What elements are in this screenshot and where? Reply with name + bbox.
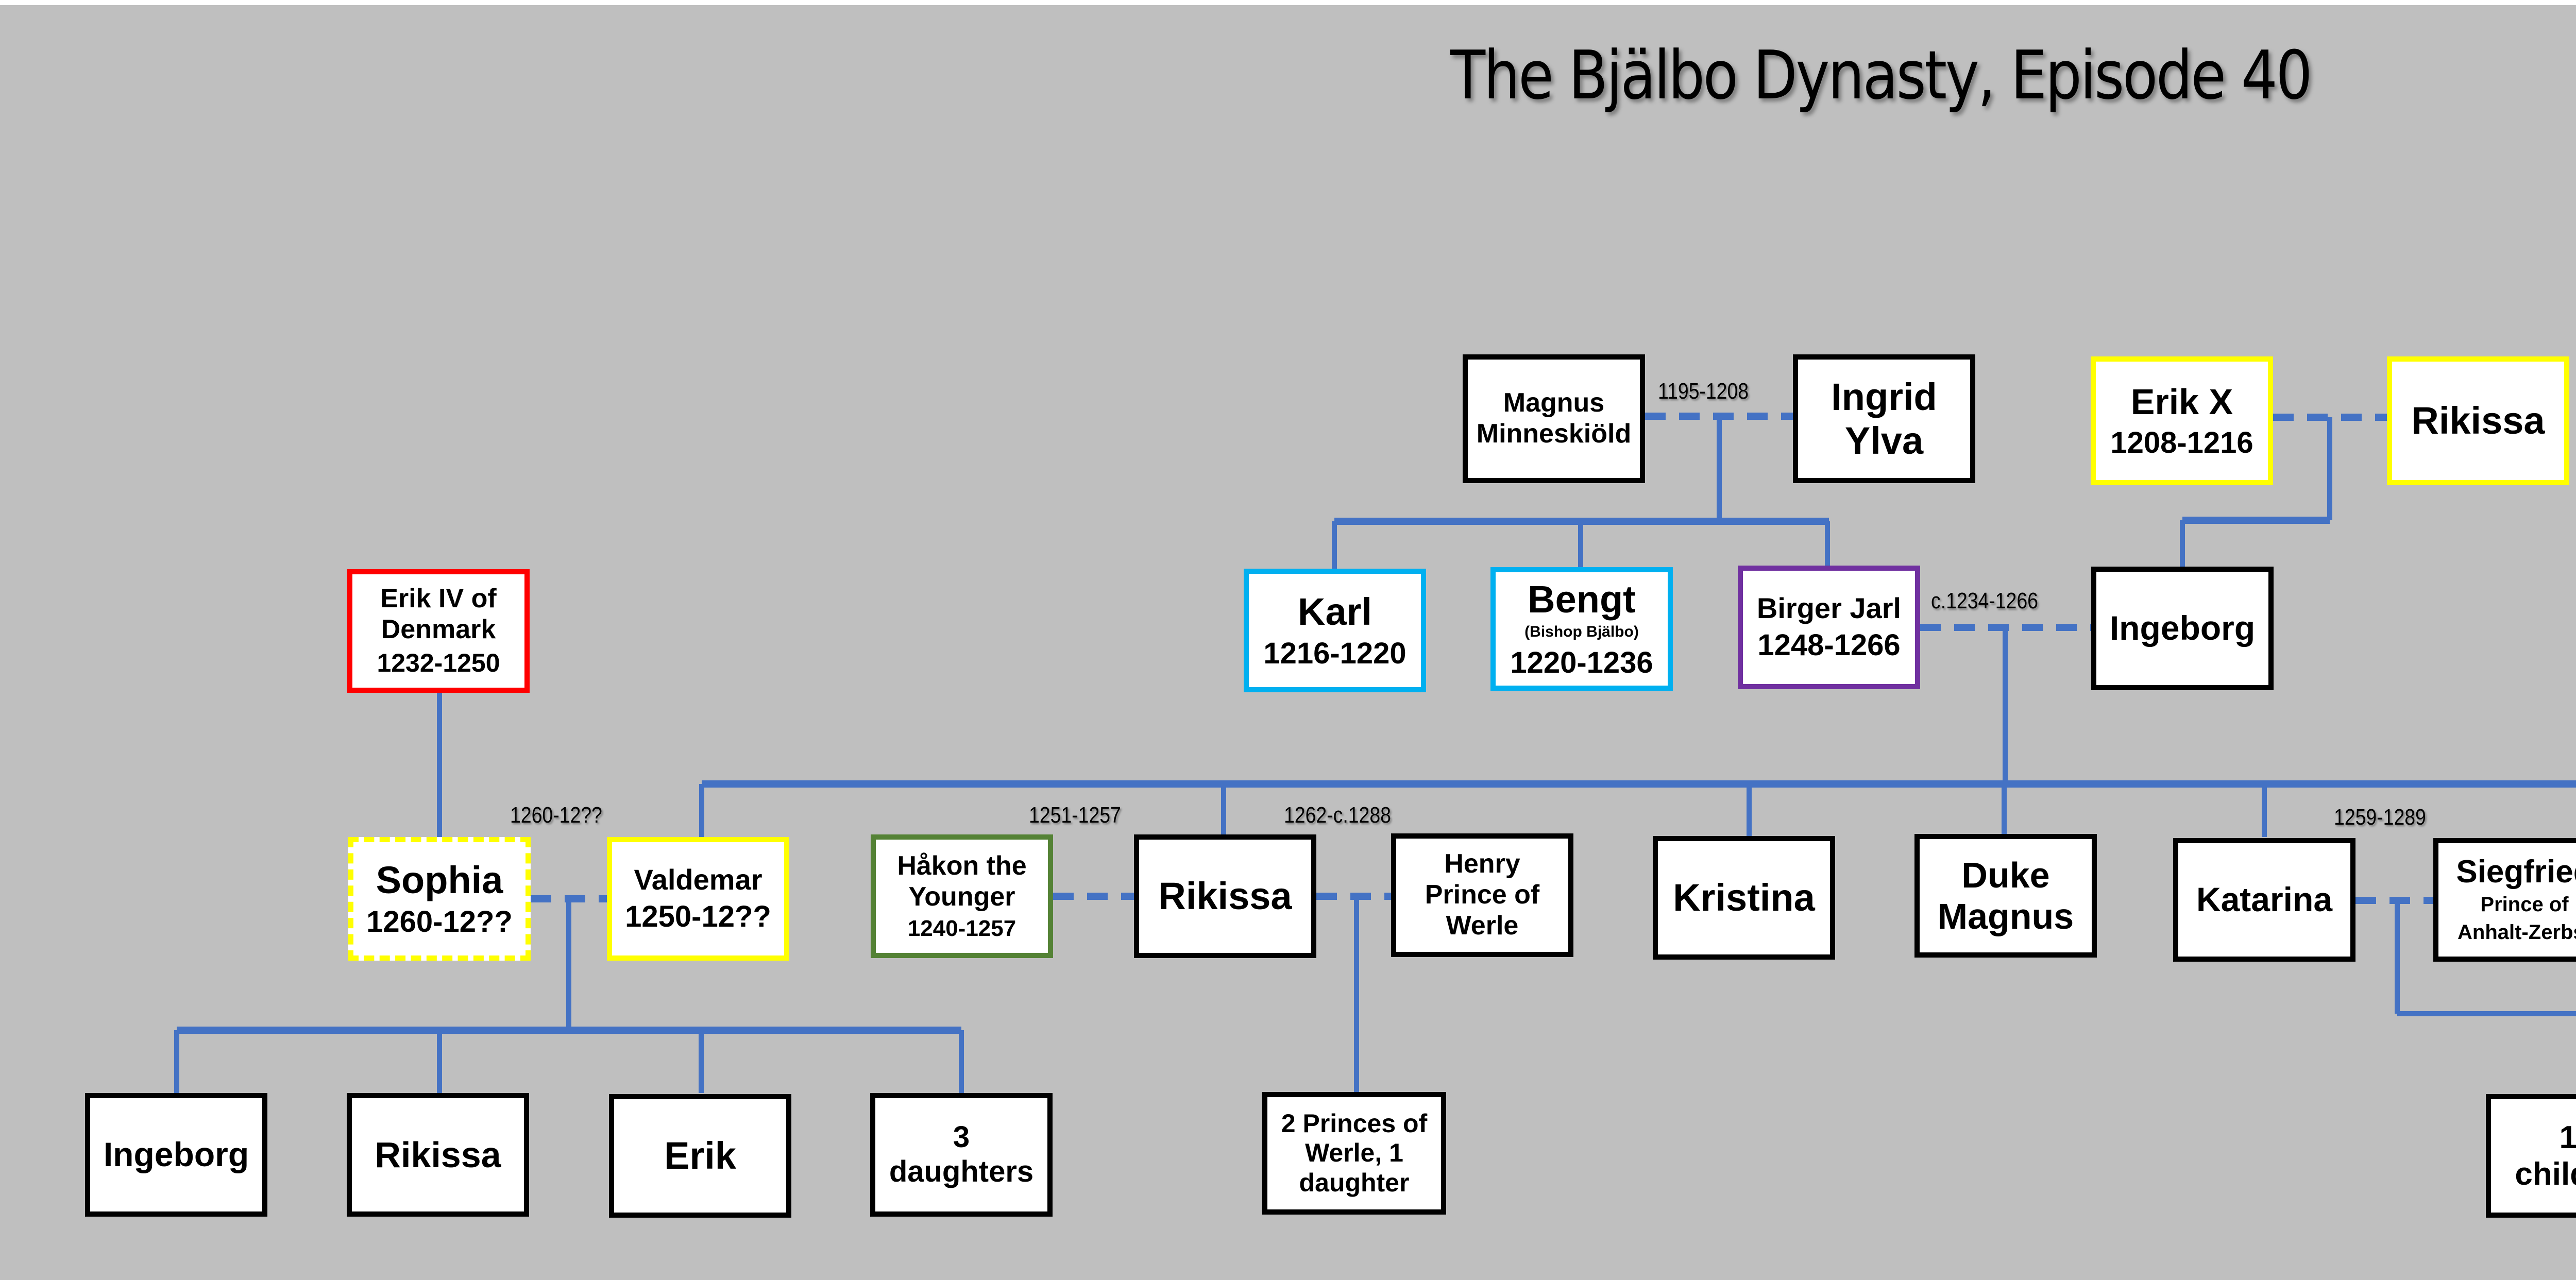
person-name: Henry: [1444, 849, 1520, 879]
person-rikissa-wife-erik-x: Rikissa: [2387, 356, 2569, 485]
person-name: Werle: [1446, 910, 1519, 941]
person-name: Håkon the: [897, 850, 1027, 881]
person-dates: 1208-1216: [2110, 425, 2253, 459]
person-rikissa-daughter: Rikissa: [1134, 834, 1316, 958]
person-subtitle: (Bishop Bjälbo): [1524, 623, 1639, 640]
person-name: Katarina: [2196, 880, 2333, 919]
person-name: Erik X: [2130, 382, 2233, 422]
marriage-date-label: 1260-12??: [510, 803, 602, 828]
person-bengt-bishop: Bengt (Bishop Bjälbo) 1220-1236: [1490, 567, 1673, 691]
person-name: Magnus: [1503, 388, 1605, 418]
person-name: Ylva: [1844, 419, 1924, 462]
marriage-date-label: 1259-1289: [2334, 805, 2426, 830]
person-name: Denmark: [381, 615, 496, 645]
person-name: Duke: [1961, 855, 2050, 895]
person-name: daughters: [889, 1155, 1034, 1188]
person-dates: 1240-1257: [907, 915, 1016, 941]
person-dates: 1260-12??: [366, 905, 513, 939]
person-name: Magnus: [1937, 896, 2074, 936]
person-name: Erik: [664, 1134, 736, 1177]
person-ingeborg-gc: Ingeborg: [85, 1093, 267, 1217]
person-name: Bengt: [1528, 577, 1636, 621]
person-name: Karl: [1298, 590, 1372, 634]
connector-layer: [174, 413, 2576, 1093]
person-name: 10: [2559, 1119, 2576, 1155]
person-name: 3: [953, 1120, 970, 1154]
person-dates: 1248-1266: [1757, 628, 1901, 662]
person-name: Birger Jarl: [1756, 592, 1902, 625]
person-name: Rikissa: [375, 1134, 501, 1175]
person-subtitle: Prince of: [2480, 893, 2569, 916]
person-dates: 1250-12??: [625, 899, 771, 933]
person-name: Siegfried: [2456, 854, 2576, 890]
person-name: Younger: [908, 881, 1015, 912]
person-name: children: [2515, 1156, 2576, 1192]
person-kristina: Kristina: [1653, 836, 1835, 960]
person-name: Rikissa: [1158, 875, 1292, 918]
person-name: Kristina: [1673, 876, 1815, 919]
marriage-date-label: 1195-1208: [1658, 379, 1749, 404]
family-tree-canvas: The Bjälbo Dynasty, Episode 40 Marriage …: [0, 5, 2576, 1280]
person-name: Ingeborg: [103, 1135, 249, 1174]
person-name: Prince of: [1425, 880, 1540, 910]
person-name: Valdemar: [634, 863, 762, 896]
marriage-date-label: 1262-c.1288: [1284, 803, 1391, 828]
person-dates: 1216-1220: [1263, 637, 1406, 671]
person-dates: 1220-1236: [1510, 646, 1653, 680]
person-name: daughter: [1299, 1168, 1410, 1197]
person-ingeborg-wife-birger: Ingeborg: [2091, 567, 2274, 690]
page-title: The Bjälbo Dynasty, Episode 40: [1450, 36, 2313, 114]
person-siegfried: SiegfriedPrince of Anhalt-Zerbst: [2433, 838, 2576, 962]
person-name: Erik IV of: [380, 584, 497, 614]
person-name: Werle, 1: [1305, 1138, 1403, 1168]
person-rikissa-gc: Rikissa: [347, 1093, 529, 1217]
marriage-date-label: 1251-1257: [1029, 803, 1121, 828]
marriage-date-label: c.1234-1266: [1931, 588, 2038, 613]
person-name: Ingeborg: [2109, 609, 2256, 647]
person-katarina: Katarina: [2173, 838, 2355, 962]
person-name: Minneskiöld: [1476, 419, 1632, 449]
person-name: Rikissa: [2411, 399, 2545, 442]
person-subtitle: Anhalt-Zerbst: [2458, 920, 2576, 944]
person-name: Sophia: [376, 859, 503, 902]
person-erik-gc: Erik: [609, 1094, 791, 1218]
person-ten-children: 10children: [2486, 1094, 2576, 1218]
person-dates: 1232-1250: [377, 648, 500, 678]
person-name: 2 Princes of: [1281, 1108, 1428, 1138]
person-name: Ingrid: [1831, 375, 1937, 418]
